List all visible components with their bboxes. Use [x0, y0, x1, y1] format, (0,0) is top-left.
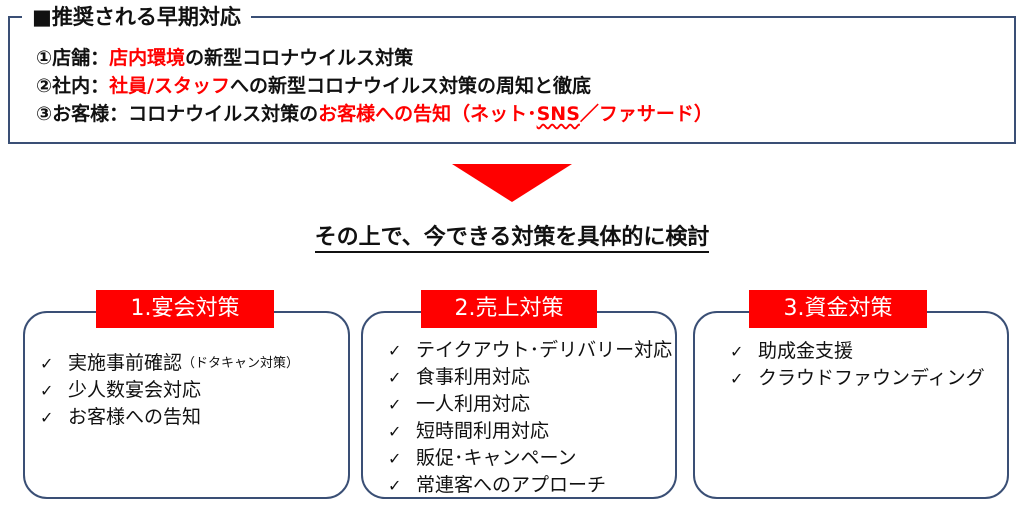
checkmark-icon: ✓ [388, 476, 402, 495]
list-item: ✓ 短時間利用対応 [388, 418, 672, 445]
list-item-text: 実施事前確認 [68, 352, 183, 374]
checkmark-icon: ✓ [730, 369, 744, 388]
card-label-funding: 3.資金対策 [749, 290, 927, 328]
list-item: ✓ 食事利用対応 [388, 364, 672, 391]
list-item: ✓ 助成金支援 [730, 338, 985, 365]
checkmark-icon: ✓ [40, 408, 54, 427]
line-highlight: 店内環境 [109, 47, 186, 69]
card-label-banquet: 1.宴会対策 [96, 290, 274, 328]
card-sales [361, 311, 677, 499]
list-item: ✓ クラウドファウンディング [730, 365, 985, 392]
list-item-text: 一人利用対応 [416, 393, 531, 415]
list-item-text: 助成金支援 [758, 340, 854, 362]
checkmark-icon: ✓ [40, 381, 54, 400]
early-response-line-internal: ②社内：社員/スタッフへの新型コロナウイルス対策の周知と徹底 [36, 72, 591, 100]
list-item: ✓ 販促･キャンペーン [388, 445, 672, 472]
line-rest: の新型コロナウイルス対策 [185, 47, 414, 69]
list-item: ✓ 一人利用対応 [388, 391, 672, 418]
subtitle-text: その上で、今できる対策を具体的に検討 [314, 225, 710, 253]
list-item: ✓ 少人数宴会対応 [40, 377, 299, 404]
line-rest: への新型コロナウイルス対策の周知と徹底 [230, 75, 592, 97]
early-response-title: ■推奨される早期対応 [22, 4, 251, 30]
checkmark-icon: ✓ [388, 422, 402, 441]
line-highlight: お客様への告知（ネット･ [318, 103, 537, 125]
card-list-sales: ✓ テイクアウト･デリバリー対応 ✓ 食事利用対応 ✓ 一人利用対応 ✓ 短時間利用対応… [388, 337, 672, 499]
early-response-line-customers: ③お客様：コロナウイルス対策のお客様への告知（ネット･SNS／ファサード） [36, 100, 713, 128]
list-item: ✓ 実施事前確認（ドタキャン対策） [40, 350, 299, 377]
line-highlight-end: ／ファサード） [579, 103, 713, 125]
list-item: ✓ お客様への告知 [40, 404, 299, 431]
list-item-text: 短時間利用対応 [416, 420, 550, 442]
line-prefix: ①店舗： [36, 47, 110, 69]
list-item-text: 少人数宴会対応 [68, 379, 202, 401]
checkmark-icon: ✓ [388, 341, 402, 360]
line-prefix: ②社内： [36, 75, 110, 97]
list-item-text: 常連客へのアプローチ [416, 474, 607, 496]
card-list-banquet: ✓ 実施事前確認（ドタキャン対策） ✓ 少人数宴会対応 ✓ お客様への告知 [40, 350, 299, 431]
list-item: ✓ テイクアウト･デリバリー対応 [388, 337, 672, 364]
down-arrow-icon [452, 164, 572, 202]
list-item: ✓ 常連客へのアプローチ [388, 472, 672, 499]
checkmark-icon: ✓ [388, 368, 402, 387]
line-highlight-sns: SNS [536, 103, 580, 125]
checkmark-icon: ✓ [388, 395, 402, 414]
list-item-note: （ドタキャン対策） [182, 356, 300, 371]
checkmark-icon: ✓ [730, 342, 744, 361]
checkmark-icon: ✓ [388, 449, 402, 468]
list-item-text: 販促･キャンペーン [416, 447, 577, 469]
line-highlight: 社員/スタッフ [109, 75, 231, 97]
card-label-sales: 2.売上対策 [421, 290, 597, 328]
list-item-text: テイクアウト･デリバリー対応 [416, 339, 673, 361]
list-item-text: クラウドファウンディング [758, 367, 985, 389]
early-response-line-store: ①店舗：店内環境の新型コロナウイルス対策 [36, 44, 413, 72]
card-funding [693, 311, 1009, 499]
list-item-text: 食事利用対応 [416, 366, 531, 388]
early-response-box [8, 16, 1016, 144]
line-prefix: ③お客様：コロナウイルス対策の [36, 103, 319, 125]
subtitle: その上で、今できる対策を具体的に検討 [0, 222, 1024, 254]
checkmark-icon: ✓ [40, 354, 54, 373]
card-list-funding: ✓ 助成金支援 ✓ クラウドファウンディング [730, 338, 985, 392]
list-item-text: お客様への告知 [68, 406, 202, 428]
